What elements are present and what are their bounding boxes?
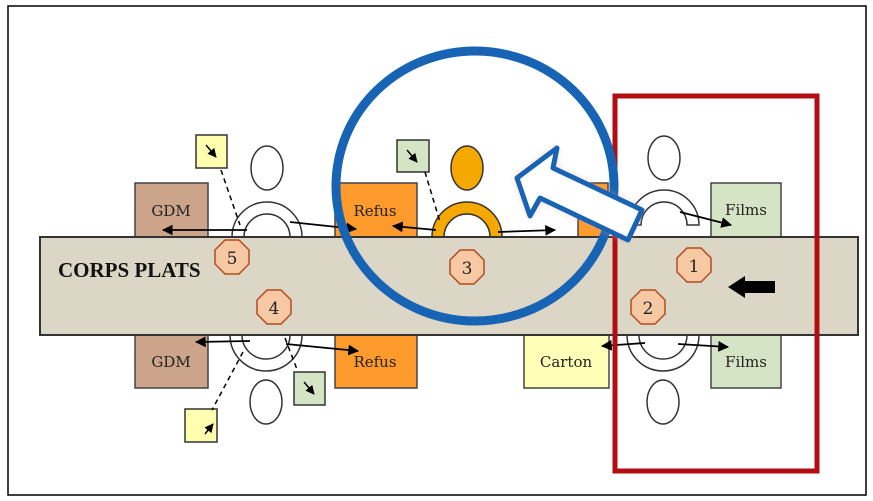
transfer-arrows [161, 211, 733, 356]
refus-box-bottom: Refus [334, 334, 418, 389]
svg-text:1: 1 [689, 257, 700, 277]
carton-label: Carton [540, 353, 593, 371]
small-square-icon [195, 134, 241, 226]
station-badge-5: 5 [214, 239, 250, 275]
refus-box-top: Refus [334, 182, 418, 238]
films-box-top: Films [710, 182, 782, 238]
gdm-box-bottom: GDM [134, 334, 209, 389]
station-badge-3: 3 [449, 249, 485, 285]
blue-focus-circle [331, 46, 619, 326]
small-square-icon [184, 351, 244, 443]
films-box-bottom: Films [710, 334, 782, 389]
station-badge-2: 2 [630, 289, 666, 325]
small-square-icon [396, 139, 441, 223]
gdm-bottom-label: GDM [151, 353, 190, 371]
gdm-top-label: GDM [151, 202, 190, 220]
station-badge-4: 4 [256, 289, 292, 325]
svg-text:3: 3 [462, 259, 473, 279]
films-top-label: Films [725, 201, 767, 219]
small-square-icon [284, 337, 326, 406]
station-badge-1: 1 [676, 247, 712, 283]
carton-box: Carton [523, 334, 610, 389]
conveyor-label: CORPS PLATS [58, 258, 201, 282]
svg-text:2: 2 [643, 299, 654, 319]
worker-station-4 [229, 334, 303, 425]
refus-bottom-label: Refus [353, 353, 396, 371]
red-focus-zone [612, 93, 820, 474]
hollow-arrow-icon [514, 145, 645, 243]
svg-text:4: 4 [269, 299, 280, 319]
films-bottom-label: Films [725, 353, 767, 371]
gdm-box-top: GDM [134, 182, 209, 238]
conveyor-belt [39, 236, 859, 336]
svg-text:5: 5 [227, 249, 238, 269]
black-left-arrow-icon [728, 276, 775, 298]
refus-top-label: Refus [353, 202, 396, 220]
worker-station-1 [628, 135, 700, 226]
